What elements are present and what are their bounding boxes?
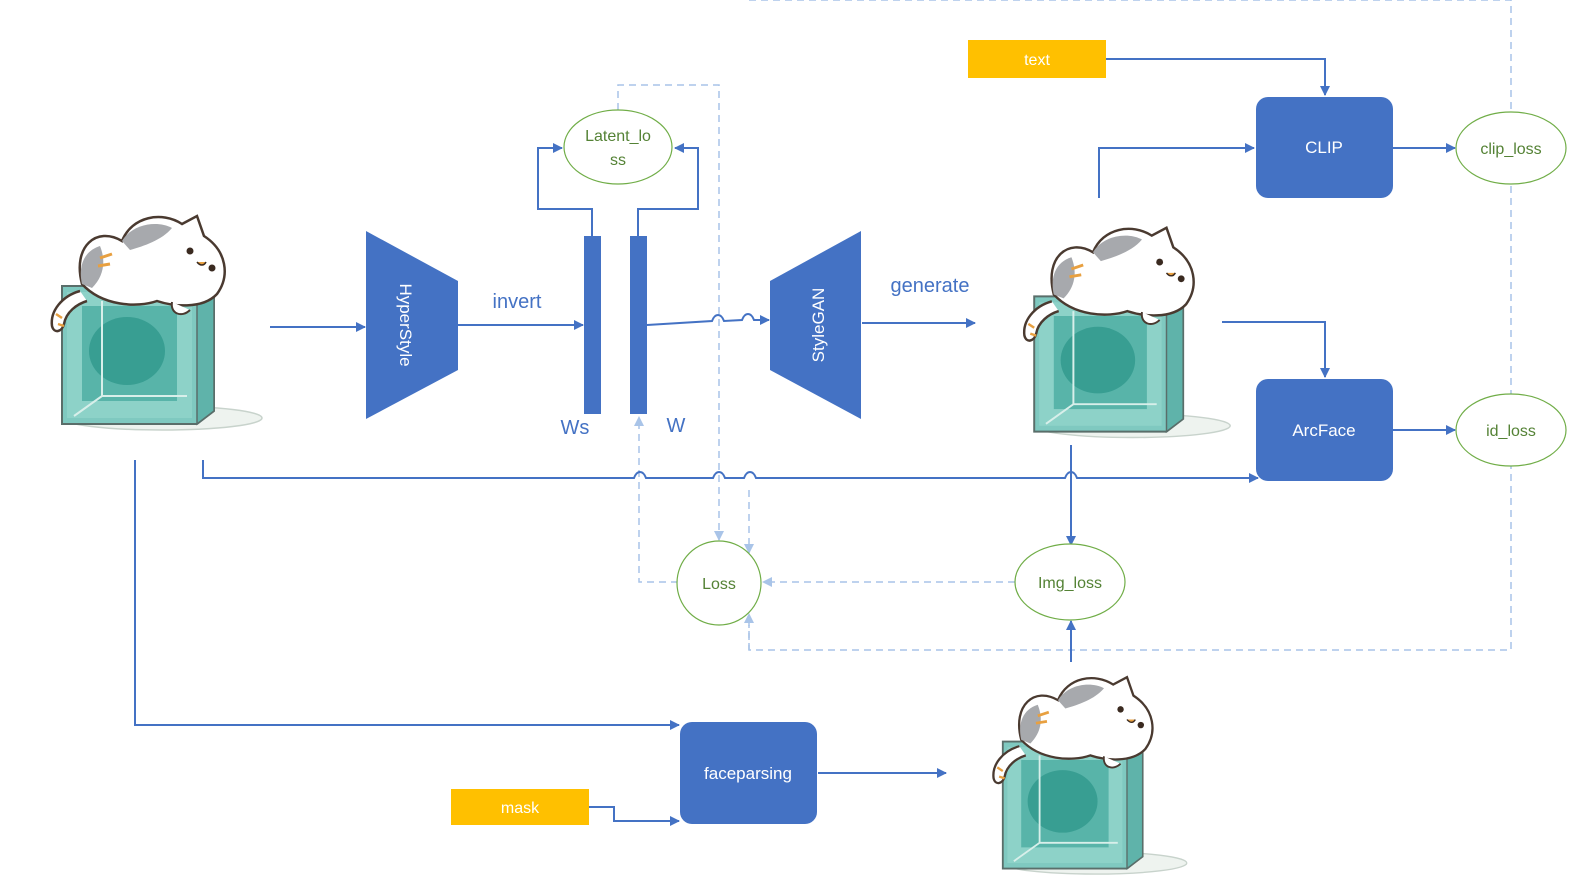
clip-label: CLIP: [1305, 138, 1343, 157]
img-loss-label: Img_loss: [1038, 575, 1102, 592]
latent-loss-label-line2: ss: [610, 152, 626, 169]
arrow-ws-to-latent-loss: [537, 143, 593, 236]
w-label: W: [667, 415, 686, 437]
hyperstyle-label: HyperStyle: [396, 283, 415, 366]
clip-block: [1256, 97, 1393, 198]
faceparsing-block: [680, 722, 817, 824]
mask-input-label: mask: [501, 800, 540, 817]
hyperstyle-block: [366, 231, 458, 419]
dashed-loss-to-w: [634, 416, 678, 583]
generated-cat-image: [1022, 226, 1232, 439]
dashed-latent-loss-to-loss: [617, 84, 724, 541]
stylegan-label: StyleGAN: [809, 288, 828, 363]
arrow-input-to-faceparsing: [134, 460, 680, 730]
masked-cat-image: [992, 675, 1189, 876]
clip-loss-node: [1455, 111, 1567, 185]
total-loss-node: [676, 540, 762, 626]
latent-loss-label-line1: Latent_lo: [585, 128, 651, 145]
w-latent-bar: [630, 236, 647, 414]
faceparsing-label: faceparsing: [704, 764, 792, 783]
input-cat-image: [50, 214, 264, 432]
id-loss-node: [1455, 393, 1567, 467]
arcface-label: ArcFace: [1292, 421, 1355, 440]
arrow-output-to-arcface: [1222, 321, 1330, 378]
clip-loss-label: clip_loss: [1480, 141, 1541, 158]
arrow-w-to-latent-loss: [637, 143, 699, 236]
arrow-w-to-stylegan: [646, 313, 770, 326]
generate-label: generate: [891, 275, 970, 297]
text-input-tag: [968, 40, 1106, 78]
arcface-block: [1256, 379, 1393, 481]
total-loss-label: Loss: [702, 576, 736, 593]
ws-latent-bar: [584, 236, 601, 414]
id-loss-label: id_loss: [1486, 423, 1536, 440]
invert-label: invert: [493, 291, 542, 313]
img-loss-node: [1014, 543, 1126, 621]
arrow-text-to-clip: [1106, 58, 1330, 96]
arrow-input-to-arcface: [202, 460, 1259, 483]
arrow-output-to-clip: [1098, 143, 1255, 198]
text-input-label: text: [1024, 52, 1050, 69]
latent-loss-node: [563, 109, 673, 185]
stylegan-block: [770, 231, 861, 419]
arrow-mask-to-faceparsing: [589, 806, 680, 826]
ws-label: Ws: [561, 417, 590, 439]
mask-input-tag: [451, 789, 589, 825]
